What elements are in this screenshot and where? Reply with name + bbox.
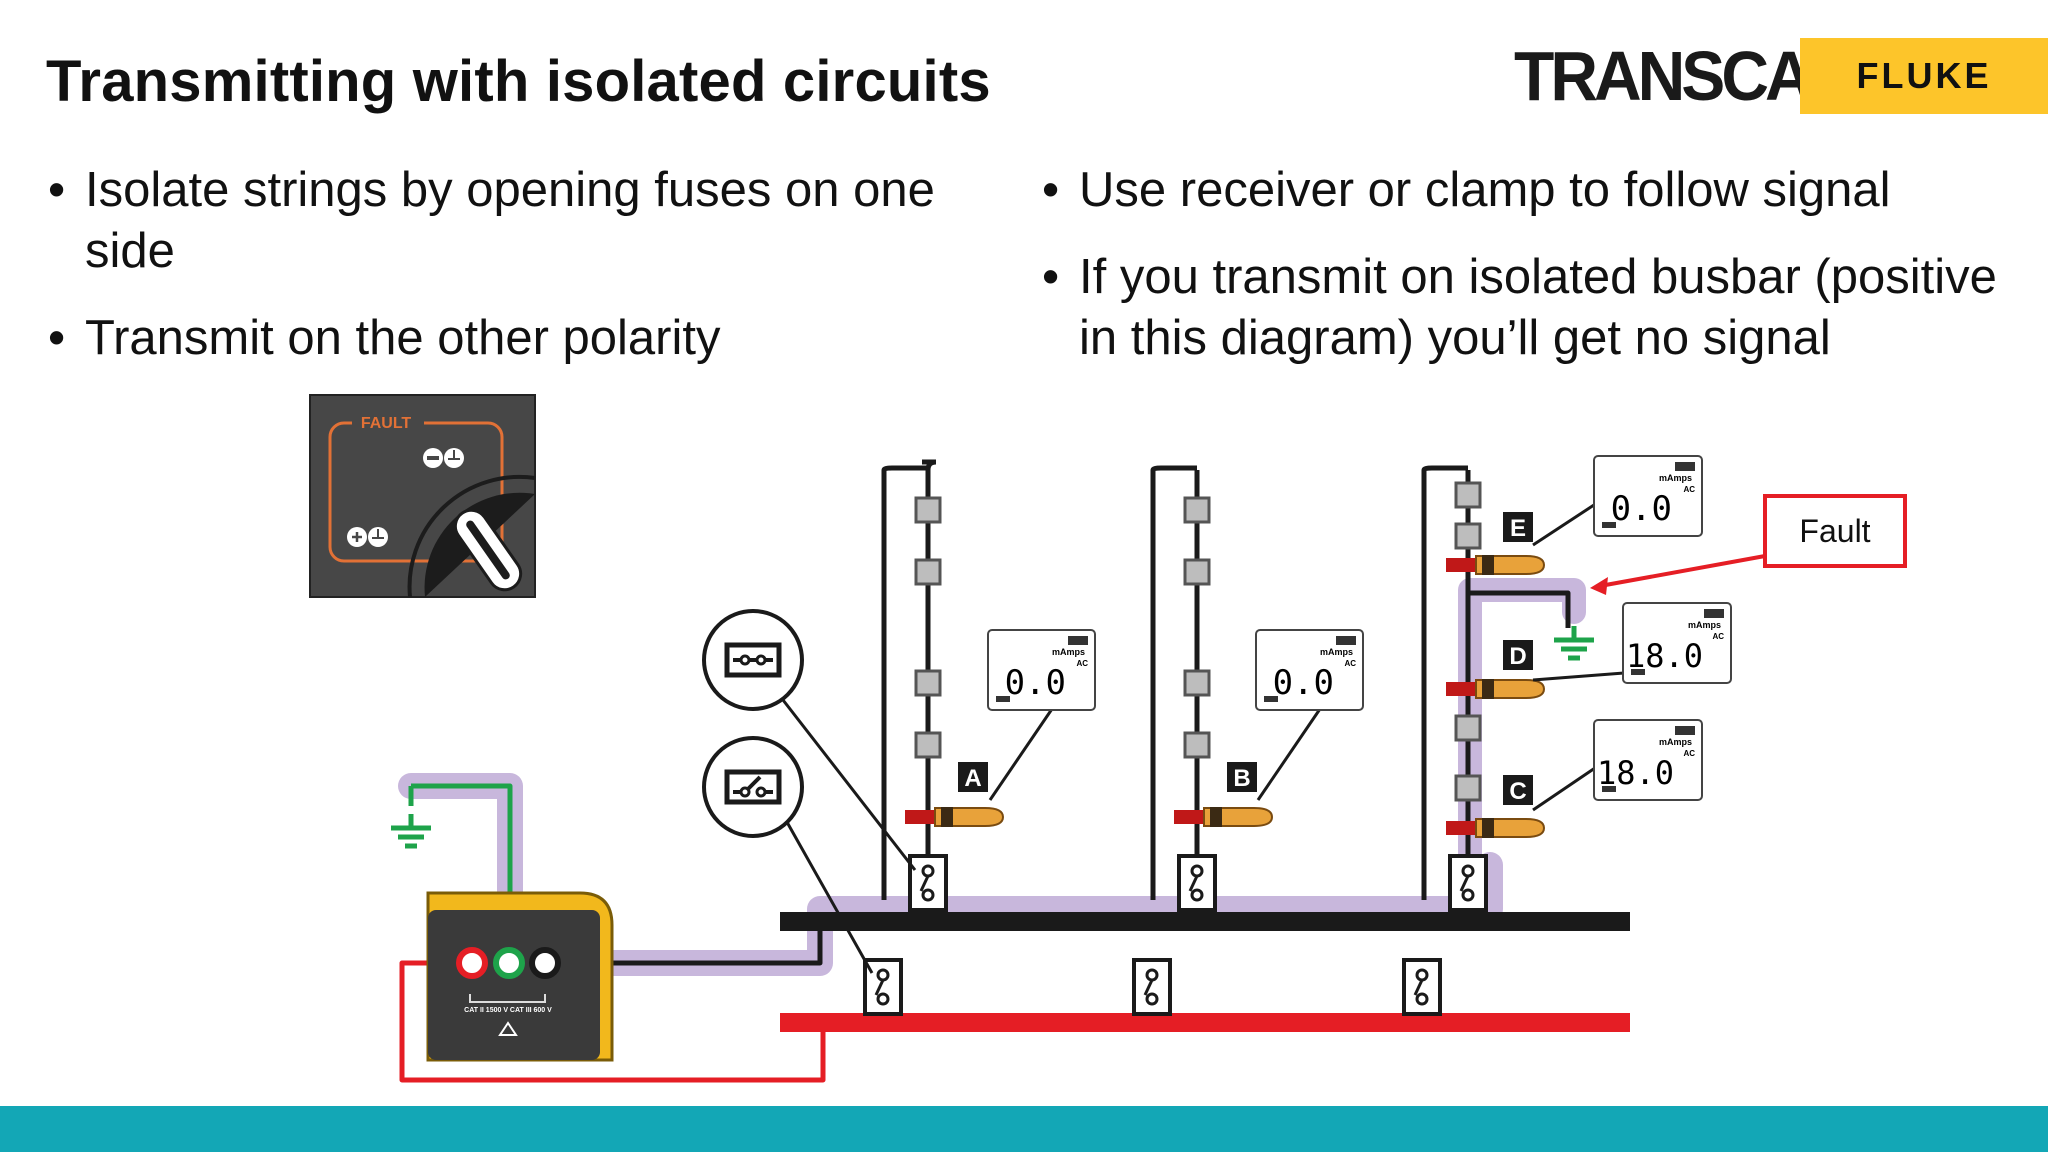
pv-string-1 bbox=[881, 459, 937, 900]
clamp-label-b: B bbox=[1233, 765, 1250, 792]
clamp-labels: A B E D C bbox=[958, 512, 1533, 805]
svg-text:AC: AC bbox=[1712, 632, 1724, 641]
negative-busbar bbox=[780, 912, 1630, 931]
svg-text:18.0: 18.0 bbox=[1626, 637, 1703, 675]
readout-c: mAmps AC 18.0 bbox=[1593, 719, 1703, 801]
transmitter-meter: CAT II 1500 V CAT III 600 V bbox=[426, 891, 614, 1062]
svg-text:mAmps: mAmps bbox=[1052, 647, 1085, 657]
transcat-logo: TRANSCAT® bbox=[1514, 36, 1849, 115]
positive-busbar bbox=[780, 1013, 1630, 1032]
symbol-callouts bbox=[702, 609, 917, 974]
svg-text:AC: AC bbox=[1344, 659, 1356, 668]
svg-text:0.0: 0.0 bbox=[1611, 489, 1672, 529]
ground-icon bbox=[391, 814, 431, 846]
svg-text:Fault: Fault bbox=[1799, 513, 1870, 549]
ground-icon bbox=[1554, 626, 1594, 658]
meter-rating-label: CAT II 1500 V CAT III 600 V bbox=[464, 1007, 552, 1014]
footer-bar bbox=[0, 1106, 2048, 1152]
svg-text:mAmps: mAmps bbox=[1688, 620, 1721, 630]
bullet-list-left: Isolate strings by opening fuses on one … bbox=[46, 160, 1006, 395]
bullet-item: Transmit on the other polarity bbox=[46, 308, 1006, 369]
fault-selector-inset: FAULT bbox=[309, 394, 536, 598]
fuse-open-icon bbox=[702, 609, 804, 711]
svg-text:mAmps: mAmps bbox=[1659, 473, 1692, 483]
clamp-label-d: D bbox=[1509, 643, 1526, 670]
bullet-list-right: Use receiver or clamp to follow signal I… bbox=[1040, 160, 2000, 395]
fluke-logo: FLUKE bbox=[1800, 38, 2048, 114]
svg-text:AC: AC bbox=[1683, 485, 1695, 494]
clamp-label-c: C bbox=[1509, 778, 1526, 805]
brand-logos: TRANSCAT® FLUKE bbox=[1514, 36, 2048, 115]
clamp-label-e: E bbox=[1510, 515, 1526, 542]
bullet-item: If you transmit on isolated busbar (posi… bbox=[1040, 247, 2000, 369]
fault-callout: Fault bbox=[1590, 494, 1907, 595]
svg-text:FAULT: FAULT bbox=[361, 415, 412, 432]
svg-text:0.0: 0.0 bbox=[1005, 663, 1066, 703]
svg-text:mAmps: mAmps bbox=[1320, 647, 1353, 657]
clamp-label-a: A bbox=[964, 765, 981, 792]
svg-text:18.0: 18.0 bbox=[1597, 754, 1674, 792]
clamp-readouts: mAmps AC 0.0 mAmps AC 0.0 mAmps AC 0.0 m… bbox=[987, 455, 1732, 812]
switch-open-icon bbox=[702, 736, 804, 838]
svg-text:AC: AC bbox=[1683, 749, 1695, 758]
readout-a: mAmps AC 0.0 bbox=[987, 629, 1096, 711]
svg-text:AC: AC bbox=[1076, 659, 1088, 668]
slide-title: Transmitting with isolated circuits bbox=[46, 49, 991, 114]
string-switches bbox=[863, 854, 1488, 1016]
readout-b: mAmps AC 0.0 bbox=[1255, 629, 1364, 711]
bullet-item: Use receiver or clamp to follow signal bbox=[1040, 160, 2000, 221]
svg-text:mAmps: mAmps bbox=[1659, 737, 1692, 747]
svg-text:0.0: 0.0 bbox=[1273, 663, 1334, 703]
readout-d: mAmps AC 18.0 bbox=[1622, 602, 1732, 684]
readout-e: mAmps AC 0.0 bbox=[1593, 455, 1703, 537]
bullet-item: Isolate strings by opening fuses on one … bbox=[46, 160, 1006, 282]
